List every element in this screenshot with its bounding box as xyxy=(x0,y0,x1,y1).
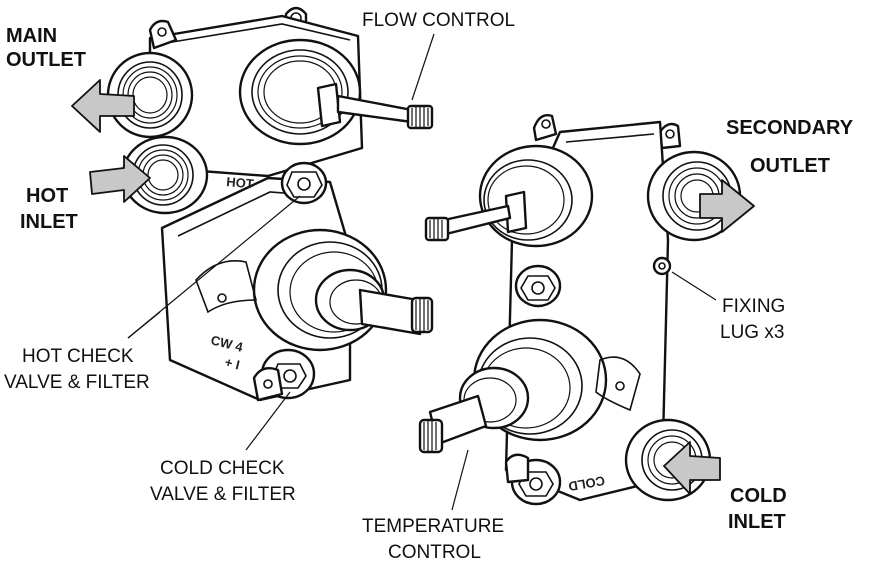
cold-check-label-1: COLD CHECK xyxy=(160,458,285,479)
left-valve-body xyxy=(106,6,434,402)
temperature-label-2: CONTROL xyxy=(388,542,481,563)
cold-check-label-2: VALVE & FILTER xyxy=(150,484,296,505)
temperature-label-1: TEMPERATURE xyxy=(362,516,504,537)
left-arrow-icon xyxy=(71,79,135,133)
hot-check-label-1: HOT CHECK xyxy=(22,346,134,367)
main-outlet-label-2: OUTLET xyxy=(6,49,86,71)
right-valve-body xyxy=(418,114,742,506)
flow-control-label: FLOW CONTROL xyxy=(362,10,515,31)
left-arrow-inlet-icon xyxy=(89,155,151,203)
hot-check-leader-2 xyxy=(127,311,161,339)
cold-inlet-label-2: INLET xyxy=(728,511,786,533)
temperature-leader xyxy=(451,449,469,511)
fixing-lug-label-2: LUG x3 xyxy=(720,322,784,343)
right-arrow-icon xyxy=(699,179,755,233)
cw-emboss-2: + I xyxy=(223,354,241,372)
left-arrow-inlet-icon xyxy=(663,441,721,495)
fixing-lug-label-1: FIXING xyxy=(722,296,785,317)
hot-inlet-label-2: INLET xyxy=(20,211,78,233)
cold-check-leader xyxy=(245,391,291,451)
hot-emboss: HOT xyxy=(226,174,255,191)
secondary-outlet-label-1: SECONDARY xyxy=(726,117,854,139)
hot-check-label-2: VALVE & FILTER xyxy=(4,372,150,393)
hot-inlet-label-1: HOT xyxy=(26,185,68,207)
secondary-outlet-label-2: OUTLET xyxy=(750,155,830,177)
flow-control-leader xyxy=(411,33,435,101)
cold-emboss: COLD xyxy=(567,473,606,494)
main-outlet-label-1: MAIN xyxy=(6,25,57,47)
cold-inlet-label-1: COLD xyxy=(730,485,787,507)
fixing-lug-leader xyxy=(671,271,717,301)
